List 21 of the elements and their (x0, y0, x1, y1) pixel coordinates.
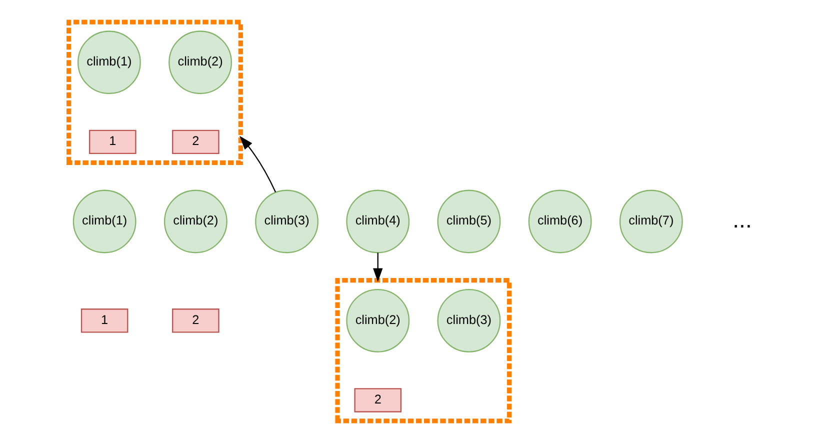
node-circle: climb(4) (346, 190, 410, 254)
cluster (66, 20, 242, 165)
node-circle: climb(5) (436, 190, 500, 254)
node-circle: climb(7) (618, 190, 682, 254)
arrow (239, 136, 276, 192)
node-circle: climb(1) (76, 30, 140, 94)
node-circle: climb(2) (346, 288, 410, 352)
node-circle: climb(2) (163, 190, 227, 254)
node-circle: climb(1) (72, 190, 136, 254)
node-box: 2 (172, 308, 219, 333)
node-circle: climb(3) (254, 190, 318, 254)
node-box: 2 (354, 388, 402, 412)
node-circle: climb(3) (436, 288, 500, 352)
node-box: 1 (88, 130, 136, 154)
node-circle: climb(6) (528, 190, 592, 254)
cluster (334, 278, 512, 424)
node-box: 1 (80, 308, 128, 333)
node-circle: climb(2) (168, 30, 232, 94)
label: ... (732, 206, 752, 232)
node-box: 2 (172, 130, 219, 154)
arrow (372, 252, 382, 282)
